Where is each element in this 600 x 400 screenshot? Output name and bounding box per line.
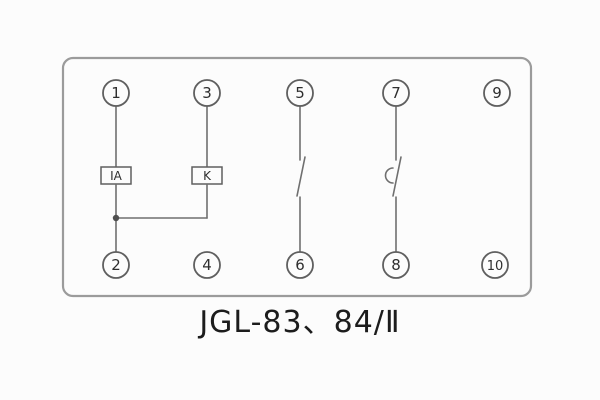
terminal-5-circle (286, 79, 314, 107)
terminal-3-number: 3 (202, 84, 212, 102)
terminal-2-number: 2 (111, 256, 121, 274)
terminal-6-number: 6 (295, 256, 305, 274)
terminal-2: 2 (102, 251, 130, 279)
terminal-4: 4 (193, 251, 221, 279)
terminal-8-circle (382, 251, 410, 279)
terminal-9-circle (483, 79, 511, 107)
terminal-3: 3 (193, 79, 221, 107)
terminal-8-number: 8 (391, 256, 401, 274)
terminal-7-circle (382, 79, 410, 107)
terminal-10: 10 (481, 251, 509, 279)
terminal-5-number: 5 (295, 84, 305, 102)
terminal-8: 8 (382, 251, 410, 279)
terminal-9-number: 9 (492, 84, 502, 102)
terminal-3-circle (193, 79, 221, 107)
terminal-9: 9 (483, 79, 511, 107)
terminal-1: 1 (102, 79, 130, 107)
terminal-6: 6 (286, 251, 314, 279)
terminal-2-circle (102, 251, 130, 279)
diagram-caption: JGL-83、84/Ⅱ (197, 305, 400, 340)
terminal-7-number: 7 (391, 84, 401, 102)
terminal-5: 5 (286, 79, 314, 107)
contact-7-8-blade (392, 156, 402, 197)
terminal-4-number: 4 (202, 256, 212, 274)
terminal-1-circle (102, 79, 130, 107)
coil-ia-label: IA (110, 169, 123, 183)
panel-outline (61, 56, 533, 298)
terminal-10-circle (481, 251, 509, 279)
terminal-1-number: 1 (111, 84, 121, 102)
terminal-6-circle (286, 251, 314, 279)
terminal-4-circle (193, 251, 221, 279)
terminal-10-number: 10 (487, 259, 504, 274)
contact-7-8-hook (384, 167, 394, 184)
junction-dot (112, 214, 120, 222)
coil-k-label: K (203, 169, 212, 183)
terminal-7: 7 (382, 79, 410, 107)
contact-5-6-blade (296, 156, 306, 197)
